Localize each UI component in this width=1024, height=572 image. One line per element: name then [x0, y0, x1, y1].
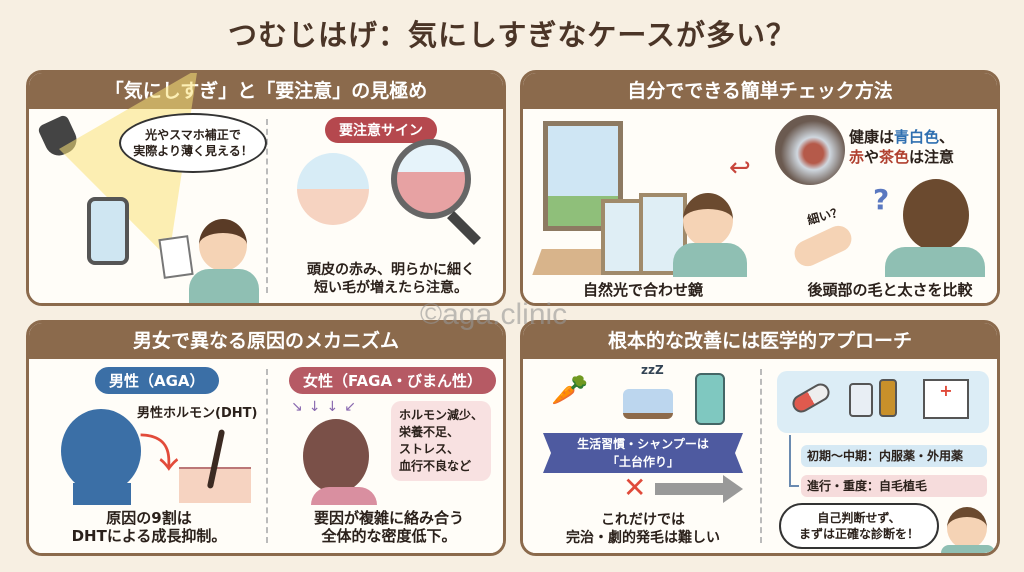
- note-brown: 茶色: [879, 148, 910, 166]
- scalp-color-note: 健康は青白色、 赤や茶色は注意: [849, 127, 997, 167]
- smartphone-camera-icon: [87, 197, 129, 265]
- note-text: 、: [939, 128, 955, 146]
- factor-item: ストレス、: [399, 442, 460, 456]
- female-body: [311, 487, 377, 505]
- caption-mirror: 自然光で合わせ鏡: [582, 281, 703, 299]
- male-caption: 原因の9割は DHTによる成長抑制。: [49, 509, 249, 545]
- branch-connector: [789, 435, 799, 487]
- panel-header: 男女で異なる原因のメカニズム: [29, 323, 503, 359]
- hospital-icon: +: [923, 379, 969, 419]
- note-red: 赤: [849, 148, 865, 166]
- female-head-illustration: [303, 419, 369, 493]
- sleep-bed-icon: [623, 389, 673, 419]
- caption-line: DHTによる成長抑制。: [71, 527, 227, 545]
- panel-self-check-vs-warning: 「気にしすぎ」と「要注意」の見極め 光やスマホ補正で 実際より薄く見える！ 要注…: [26, 70, 506, 306]
- shampoo-bottle-icon: [695, 373, 725, 425]
- male-neck: [73, 483, 131, 505]
- factor-item: 栄養不足、: [399, 425, 460, 439]
- panel-self-check-method: 自分でできる簡単チェック方法 ↩ 健康は青白色、 赤や茶色は注意 細い？ ? 自…: [520, 70, 1000, 306]
- note-text: や: [864, 148, 880, 166]
- mirror-icon: [601, 199, 643, 275]
- hair-follicle-icon: [297, 153, 369, 225]
- cross-mark-icon: ✕: [623, 471, 647, 504]
- mirror-icon: [639, 193, 687, 275]
- man-body: [673, 243, 747, 277]
- panel-header: 根本的な改善には医学的アプローチ: [523, 323, 997, 359]
- medicine-bottle-icon: [849, 383, 873, 417]
- note-healthy-color: 青白色: [894, 128, 940, 146]
- male-label: 男性（AGA）: [95, 367, 219, 394]
- panel-header: 「気にしすぎ」と「要注意」の見極め: [29, 73, 503, 109]
- bubble-line: 光やスマホ補正で: [145, 128, 241, 142]
- magnifier-handle: [447, 211, 481, 245]
- note-text: は注意: [909, 148, 955, 166]
- banner-line: 「土台作り」: [606, 455, 679, 469]
- scalp-color-icon: [775, 115, 845, 185]
- bubble-line: 実際より薄く見える！: [133, 144, 253, 158]
- limitation-caption: これだけでは 完治・劇的発毛は難しい: [543, 511, 743, 547]
- caption-line: 短い毛が増えたら注意。: [314, 280, 468, 296]
- caption-line: 原因の9割は: [106, 509, 192, 527]
- warning-sign-label: 要注意サイン: [325, 117, 437, 143]
- panel-gender-mechanism: 男女で異なる原因のメカニズム 男性（AGA） 男性ホルモン(DHT) ⤵ 原因の…: [26, 320, 506, 556]
- male-head-silhouette: [61, 409, 141, 493]
- advice-line: まずは正確な診断を！: [798, 527, 919, 541]
- factors-box: ホルモン減少、 栄養不足、 ストレス、 血行不良など: [391, 401, 491, 481]
- factor-item: 血行不良など: [399, 459, 472, 473]
- female-caption: 要因が複雑に絡み合う 全体的な密度低下。: [279, 509, 499, 545]
- banner-line: 生活習慣・シャンプーは: [577, 437, 709, 451]
- lifestyle-banner: 生活習慣・シャンプーは 「土台作り」: [543, 433, 743, 473]
- doctor-woman-illustration: [947, 507, 987, 549]
- treatment-early: 初期〜中期：内服薬・外用薬: [801, 445, 987, 467]
- gray-arrow-head: [723, 475, 743, 503]
- caption-line: 全体的な密度低下。: [321, 527, 457, 545]
- treatment-advanced: 進行・重度：自毛植毛: [801, 475, 987, 497]
- page-title: つむじはげ：気にしすぎなケースが多い？: [228, 18, 796, 52]
- back-of-head-illustration: [903, 179, 969, 251]
- gray-arrow-icon: [655, 483, 725, 495]
- caption-compare: 後頭部の毛と太さを比較: [807, 281, 973, 299]
- divider: [760, 369, 762, 543]
- warning-caption: 頭皮の赤み、明らかに細く 短い毛が増えたら注意。: [273, 261, 503, 297]
- factor-item: ホルモン減少、: [399, 408, 484, 422]
- man-mirror-illustration: [683, 193, 733, 247]
- divider: [266, 119, 268, 293]
- man-body: [189, 269, 259, 303]
- watermark: ©aga.clinic: [420, 298, 568, 331]
- thought-bubble: 光やスマホ補正で 実際より薄く見える！: [119, 113, 267, 173]
- note-text: 健康は: [849, 128, 895, 146]
- hand-holding-hair: [790, 221, 856, 271]
- panel-medical-approach: 根本的な改善には医学的アプローチ 🥕 zzZ 生活習慣・シャンプーは 「土台作り…: [520, 320, 1000, 556]
- panel-header: 自分でできる簡単チェック方法: [523, 73, 997, 109]
- man-body: [885, 247, 985, 277]
- red-arrow-icon: ⤵: [139, 431, 179, 477]
- vegetables-icon: 🥕: [551, 373, 589, 408]
- pressure-arrows-icon: ↘↓↓↙: [291, 399, 362, 415]
- dropper-bottle-icon: [879, 379, 897, 417]
- caption-line: これだけでは: [601, 512, 685, 528]
- arrow-icon: ↩: [729, 153, 751, 183]
- advice-line: 自己判断せず、: [817, 511, 901, 525]
- caption-line: 要因が複雑に絡み合う: [313, 509, 464, 527]
- hormone-label: 男性ホルモン(DHT): [137, 406, 258, 421]
- worried-man-illustration: [199, 219, 247, 271]
- caption-line: 完治・劇的発毛は難しい: [566, 530, 720, 546]
- question-mark-icon: ?: [873, 183, 890, 216]
- caption-line: 頭皮の赤み、明らかに細く: [307, 262, 475, 278]
- doctor-body: [941, 545, 995, 553]
- magnifier-icon: [391, 139, 471, 219]
- advice-speech-bubble: 自己判断せず、 まずは正確な診断を！: [779, 503, 939, 549]
- divider: [266, 369, 268, 543]
- female-label: 女性（FAGA・びまん性）: [289, 367, 497, 394]
- photo-icon: [158, 235, 194, 279]
- zzz-icon: zzZ: [641, 363, 664, 377]
